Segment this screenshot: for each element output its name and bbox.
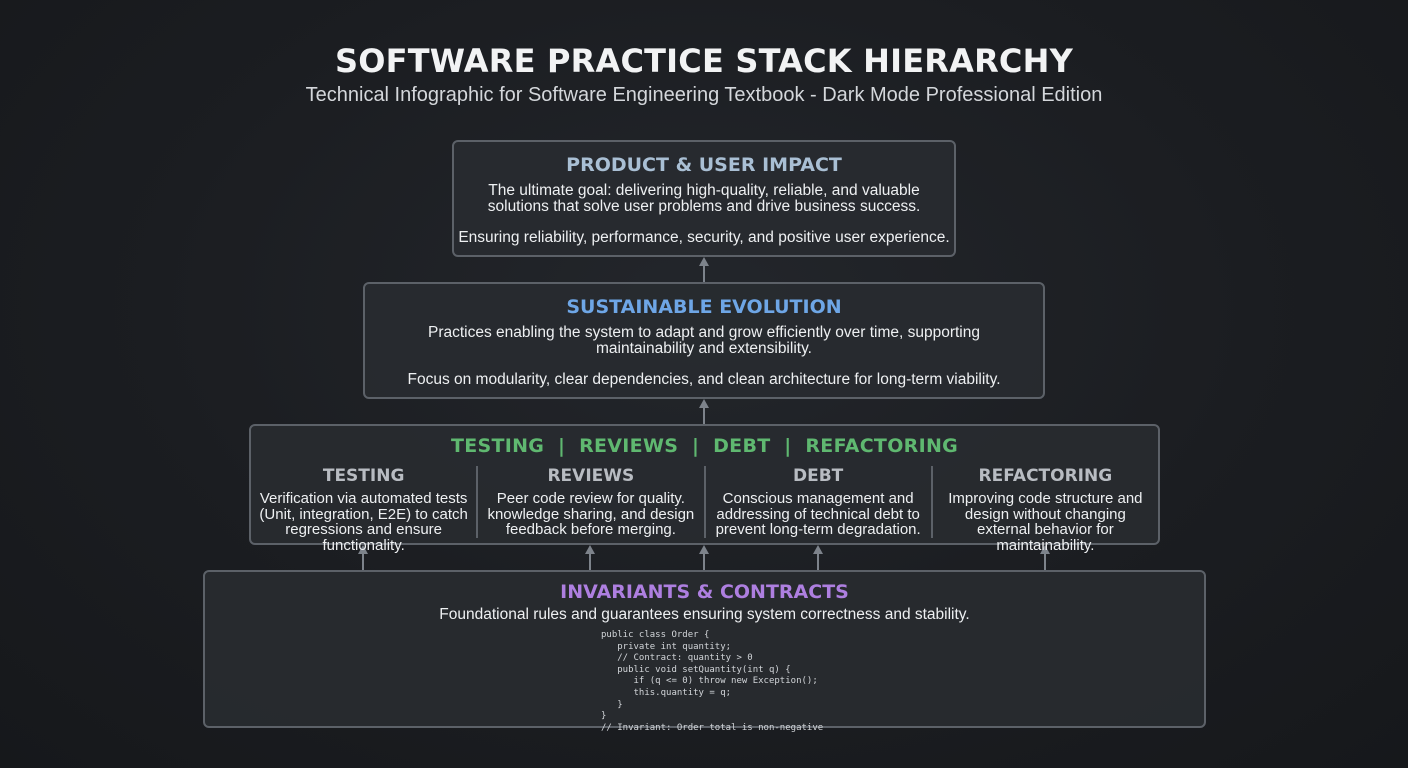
invariants-contracts-layer: INVARIANTS & CONTRACTS Foundational rule… (203, 570, 1206, 733)
practice-column-text: Verification via automated tests (Unit, … (259, 490, 468, 554)
practice-column-refactoring: REFACTORING Improving code structure and… (930, 466, 1158, 553)
practice-column-debt: DEBT Conscious management and addressing… (703, 466, 931, 538)
practice-column-title: DEBT (792, 466, 844, 486)
practices-layer: TESTING | REVIEWS | DEBT | REFACTORING T… (249, 424, 1160, 553)
evolution-layer-detail: Focus on modularity, clear dependencies,… (407, 371, 1001, 388)
arrowhead (585, 545, 595, 554)
product-impact-layer: PRODUCT & USER IMPACT The ultimate goal:… (452, 140, 956, 257)
invariants-layer-description: Foundational rules and guarantees ensuri… (439, 606, 970, 623)
practice-column-reviews: REVIEWS Peer code review for quality. kn… (476, 466, 703, 538)
practices-layer-title: TESTING | REVIEWS | DEBT | REFACTORING (450, 435, 959, 457)
practice-column-text: Conscious management and addressing of t… (715, 490, 921, 538)
practice-column-title: REFACTORING (978, 466, 1113, 486)
practice-column-text: Peer code review for quality. knowledge … (487, 490, 695, 538)
page-subtitle: Technical Infographic for Software Engin… (305, 84, 1103, 106)
product-layer-title: PRODUCT & USER IMPACT (566, 154, 842, 176)
practice-column-testing: TESTING Verification via automated tests… (251, 466, 476, 553)
product-layer-detail: Ensuring reliability, performance, secur… (458, 229, 950, 246)
arrowhead (358, 545, 368, 554)
arrowhead (699, 545, 709, 554)
product-layer-description: The ultimate goal: delivering high-quali… (487, 182, 921, 215)
practice-column-title: TESTING (322, 466, 405, 486)
sustainable-evolution-layer: SUSTAINABLE EVOLUTION Practices enabling… (363, 282, 1045, 399)
invariants-layer-title: INVARIANTS & CONTRACTS (560, 581, 849, 603)
evolution-layer-description: Practices enabling the system to adapt a… (428, 324, 980, 357)
practice-column-title: REVIEWS (547, 466, 635, 486)
arrowhead (699, 399, 709, 408)
arrowhead (813, 545, 823, 554)
arrowhead (699, 257, 709, 266)
practices-columns: TESTING Verification via automated tests… (251, 466, 1158, 553)
page-title: SOFTWARE PRACTICE STACK HIERARCHY (335, 42, 1073, 80)
arrowhead (1040, 545, 1050, 554)
evolution-layer-title: SUSTAINABLE EVOLUTION (566, 296, 842, 318)
practice-column-text: Improving code structure and design with… (948, 490, 1143, 554)
code-snippet: public class Order { private int quantit… (601, 630, 824, 733)
